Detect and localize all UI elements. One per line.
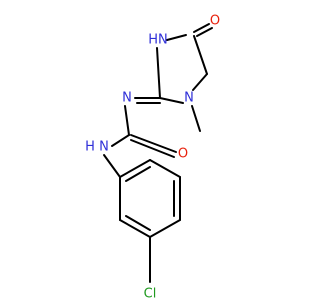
bond-c4-to-o-double-b [196,27,213,37]
ring-carbonyl-oxygen-label: O [210,14,220,29]
bond-ar4-ar5 [149,219,181,238]
bond-c-urea-to-nh [111,134,130,147]
bond-n-imine-to-c-urea [124,105,130,136]
bond-ar1-ar2 [119,159,151,178]
bond-nh-to-c4 [166,34,187,41]
chlorine-label: Cl [144,287,157,300]
bond-c-urea-to-o-a [130,134,177,153]
bond-layer [103,23,213,283]
ring-nh-label: HN [148,33,168,48]
urea-oxygen-label: O [178,147,188,162]
bond-c4-to-c5 [193,35,208,75]
molecule-drawing: HN O N N O H N Cl [85,14,220,300]
bond-nh-to-aryl [103,154,121,178]
bond-c4-to-o-double-a [193,23,210,33]
atom-label-layer: HN O N N O H N Cl [85,14,220,300]
bond-n1-to-c2 [159,97,184,104]
bond-c-urea-to-o-b [130,139,175,158]
bond-ar-inner-3 [125,215,151,231]
bond-ar5-ar6 [119,219,151,238]
bond-c5-to-n1 [192,73,208,91]
bond-ar-inner-1 [125,166,151,182]
structure-canvas: HN O N N O H N Cl [85,14,220,300]
amide-hydrogen-label: H [85,140,95,155]
bond-n1-to-methyl [191,105,201,132]
bond-ar2-ar3 [149,159,181,178]
imine-nitrogen-label: N [122,91,132,106]
amide-nitrogen-label: N [99,140,109,155]
methyl-nitrogen-label: N [184,91,194,106]
bond-c2-to-nh [156,47,161,99]
